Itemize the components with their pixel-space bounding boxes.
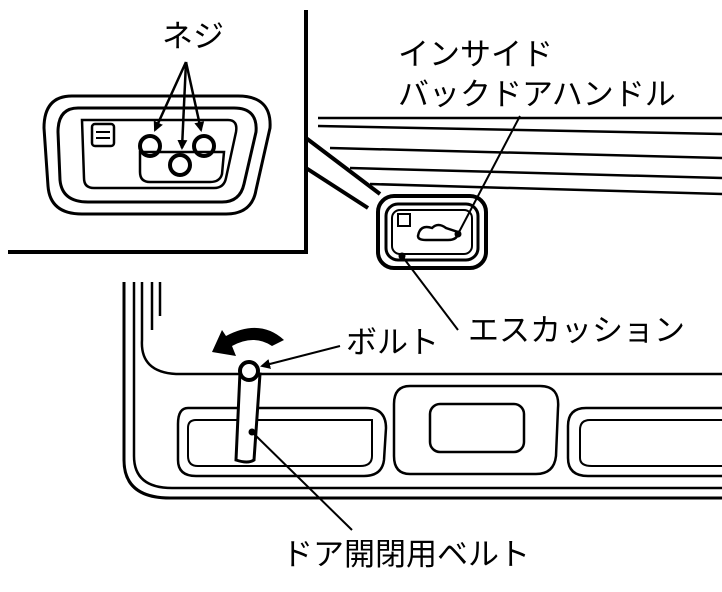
screw-center-icon (168, 153, 192, 177)
handle-leader (457, 115, 521, 235)
belt-leader (251, 431, 353, 531)
door-body (122, 116, 722, 500)
lower-garnish (176, 384, 722, 478)
leader-lines (251, 115, 521, 531)
rotation-arrow-icon (212, 327, 284, 356)
inset-screws (138, 134, 216, 177)
inset-escutcheon (42, 94, 272, 216)
bolt-icon (238, 360, 260, 382)
handle-label-line1: インサイド (398, 37, 553, 73)
belt-label: ドア開閉用ベルト (282, 537, 530, 573)
handle-label-line2: バックドアハンドル (398, 77, 676, 113)
escutcheon-leader (401, 255, 459, 331)
bolt-label: ボルト (346, 325, 439, 361)
screw-arrows (153, 61, 205, 150)
screws-label: ネジ (162, 19, 224, 55)
escutcheon-label: エスカッション (468, 313, 685, 349)
leader-dots (248, 230, 462, 436)
bolt-leader (260, 345, 341, 369)
inset-frame (8, 10, 382, 254)
escutcheon (376, 194, 488, 270)
screw-left-icon (138, 134, 162, 158)
screw-right-icon (192, 134, 216, 158)
door-belt (234, 370, 262, 464)
